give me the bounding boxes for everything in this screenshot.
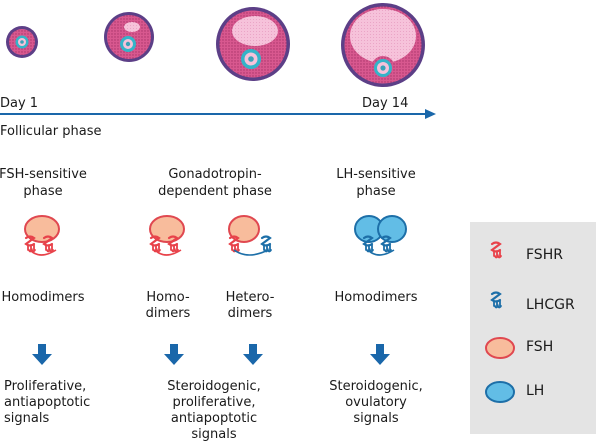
down-arrow-icon — [243, 344, 263, 365]
legend-label-lhcgr: LHCGR — [526, 297, 575, 313]
column-3-title-line-1: LH-sensitive — [336, 167, 416, 182]
column-3-outcome-line-2: ovulatory — [345, 395, 407, 410]
column-2-heterodimer-label-line-1: Hetero- — [225, 290, 275, 305]
follicle-day1 — [6, 26, 38, 58]
legend-label-fsh: FSH — [526, 339, 554, 355]
follicle-stage3 — [216, 7, 290, 81]
column-1-outcome-line-3: signals — [4, 411, 50, 426]
down-arrow-icon — [370, 344, 390, 365]
day-start-label: Day 1 — [0, 96, 39, 111]
column-2-outcome-line-1: Steroidogenic, — [167, 379, 261, 394]
column-2-outcome-line-2: proliferative, — [172, 395, 256, 410]
fshr-homodimer-fsh-1 — [24, 215, 60, 256]
column-3-outcome-line-1: Steroidogenic, — [329, 379, 423, 394]
timeline-arrow — [0, 109, 436, 119]
column-3-outcome-line-3: signals — [353, 411, 399, 426]
column-1-title-line-2: phase — [23, 184, 63, 199]
lhcgr-receptor-icon — [490, 291, 503, 309]
column-1-title-line-1: FSH-sensitive — [0, 167, 87, 182]
column-2-homodimer-label-line-1: Homo- — [146, 290, 190, 305]
legend-icons — [485, 241, 515, 403]
fsh-hormone-icon — [485, 337, 515, 359]
lh-hormone-icon — [485, 381, 515, 403]
column-2-homodimer-label-line-2: dimers — [145, 306, 191, 321]
legend: FSHR LHCGR FSH LH — [470, 222, 596, 434]
phase-label: Follicular phase — [0, 124, 102, 139]
legend-label-fshr: FSHR — [526, 247, 563, 263]
column-1-dimer-label: Homodimers — [1, 290, 85, 305]
follicle-stage2 — [104, 12, 154, 62]
column-2-heterodimer-label-line-2: dimers — [227, 306, 273, 321]
follicle-day14 — [341, 3, 425, 87]
down-arrow-icon — [32, 344, 52, 365]
legend-label-lh: LH — [526, 383, 545, 399]
column-3-title-line-2: phase — [356, 184, 396, 199]
down-arrow-icon — [164, 344, 184, 365]
fshr-lhcgr-heterodimer — [228, 215, 273, 256]
column-2-outcome-line-4: signals — [191, 427, 237, 442]
column-2-title-line-1: Gonadotropin- — [168, 167, 262, 182]
column-2-outcome-line-3: antiapoptotic — [170, 411, 258, 426]
lhcgr-homodimer-lh — [354, 215, 407, 256]
column-1-outcome-line-1: Proliferative, — [4, 379, 87, 394]
column-1-outcome-line-2: antiapoptotic — [4, 395, 91, 410]
fshr-receptor-icon — [490, 241, 503, 259]
day-end-label: Day 14 — [362, 96, 409, 111]
column-2-title-line-2: dependent phase — [158, 184, 272, 199]
fshr-homodimer-fsh-2 — [149, 215, 185, 256]
column-3-dimer-label: Homodimers — [334, 290, 418, 305]
